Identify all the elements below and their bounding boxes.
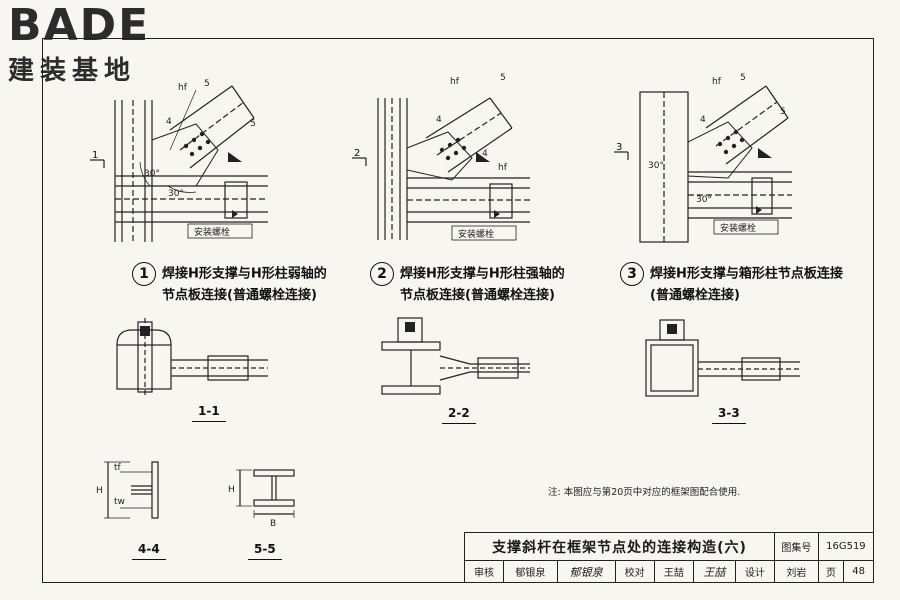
logo-chinese: 建装基地 [8,56,137,86]
d3-angle-b: 30° [696,195,712,205]
bade-logo: BADE 建装基地 [8,0,178,87]
reviewer-signature: 郁银泉 [556,560,616,583]
section-2-2-label: 2-2 [442,406,476,424]
d1-section-mark: 1 [92,150,98,161]
d2-bolt-label: 安装螺栓 [458,228,494,240]
detail-2-number: 2 [370,262,394,286]
section-4-4-label: 4-4 [132,542,166,560]
detail-1-line1: 焊接H形支撑与H形柱弱轴的 [162,266,327,282]
d2-weld-4b: 4 [482,149,488,159]
d3-weld-5: 5 [740,73,746,83]
d2-weld-5: 5 [500,73,506,83]
detail-2-caption: 2 焊接H形支撑与H形柱强轴的 节点板连接(普通螺栓连接) [370,262,565,305]
s4-tw-label: tw [114,497,125,507]
detail-1-line2: 节点板连接(普通螺栓连接) [162,288,317,303]
section-4-4-drawing: H tf tw [96,461,159,519]
page-label: 页 [817,560,845,583]
section-5-5-label: 5-5 [248,542,282,560]
reviewer-name: 郁银泉 [503,560,558,583]
drawing-title: 支撑斜杆在框架节点处的连接构造(六) [464,532,775,561]
s4-H-label: H [96,486,103,496]
detail-2-line1: 焊接H形支撑与H形柱强轴的 [400,266,565,282]
drawing-note: 注: 本图应与第20页中对应的框架图配合使用. [548,487,741,498]
section-1-1-label: 1-1 [192,404,226,422]
d1-angle-b: 30° [168,189,184,199]
d1-hf-label: hf [178,83,188,93]
d3-bolt-label: 安装螺栓 [720,222,756,234]
drawing-frame [42,38,874,583]
title-block: 支撑斜杆在框架节点处的连接构造(六) 图集号 16G519 审核 郁银泉 郁银泉… [463,532,875,583]
detail-1-number: 1 [132,262,156,286]
d3-section-mark: 3 [616,142,622,153]
d3-weld-5b: 5 [780,107,786,117]
s4-tf-label: tf [114,463,122,473]
d2-hf-label: hf [450,77,460,87]
detail-2-line2: 节点板连接(普通螺栓连接) [400,288,555,303]
d3-angle-a: 30° [648,161,664,171]
detail-3-number: 3 [620,262,644,286]
d1-angle-a: 30° [144,169,160,179]
checker-name: 王喆 [653,560,694,583]
section-2-2-drawing [381,317,530,395]
s5-B-label: B [270,519,276,529]
d1-weld-4: 4 [166,117,172,127]
atlas-number: 16G519 [817,532,875,561]
detail-3-drawing: 安装螺栓 3 hf 5 5 4 30° 30° [614,73,792,243]
s5-H-label: H [228,485,235,495]
logo-latin: BADE [8,0,151,51]
designer-name: 刘岩 [773,560,819,583]
detail-2-drawing: 安装螺栓 2 hf 5 4 4 hf [352,73,530,241]
d3-hf-label: hf [712,77,722,87]
section-3-3-drawing [645,319,800,397]
design-label: 设计 [734,560,775,583]
d1-weld-5: 5 [204,79,210,89]
d1-weld-5b: 5 [250,119,256,129]
detail-3-caption: 3 焊接H形支撑与箱形柱节点板连接 (普通螺栓连接) [620,262,843,305]
d2-section-mark: 2 [354,148,360,159]
d2-weld-4: 4 [436,115,442,125]
detail-1-caption: 1 焊接H形支撑与H形柱弱轴的 节点板连接(普通螺栓连接) [132,262,327,305]
section-5-5-drawing: H B [228,469,295,529]
checker-signature: 王喆 [692,560,736,583]
d1-bolt-label: 安装螺栓 [194,226,230,238]
atlas-label: 图集号 [773,532,819,561]
detail-3-line2: (普通螺栓连接) [650,288,740,303]
check-label: 校对 [614,560,655,583]
detail-1-drawing: 安装螺栓 1 hf 5 5 4 30° 30° [90,79,268,242]
section-1-1-drawing [116,318,268,396]
detail-3-line1: 焊接H形支撑与箱形柱节点板连接 [650,266,843,282]
d2-hf-label-b: hf [498,163,508,173]
d3-weld-4: 4 [700,115,706,125]
page-number: 48 [843,560,874,583]
section-3-3-label: 3-3 [712,406,746,424]
review-label: 审核 [463,560,505,583]
